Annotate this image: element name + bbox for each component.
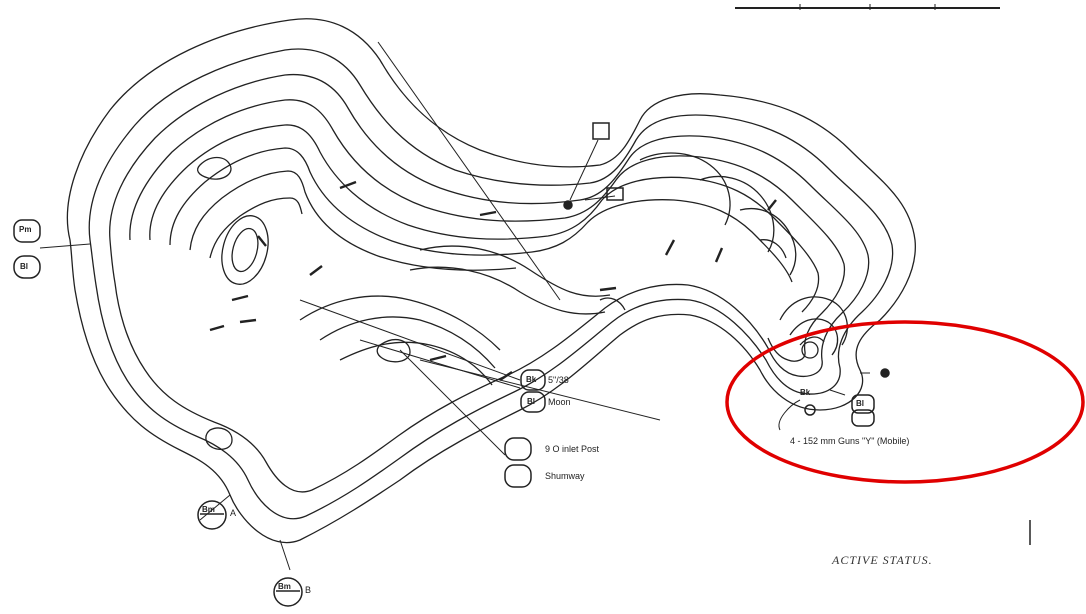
label-centre-top: 5"/38: [548, 375, 569, 385]
label-southwest-b: B: [305, 585, 312, 595]
label-south-bottom: Shumway: [545, 471, 585, 481]
contour-ticks: [209, 180, 777, 381]
label-gun-note: 4 - 152 mm Guns "Y" (Mobile): [790, 436, 910, 446]
battery-code-southwest-a: Bm: [202, 505, 215, 514]
highlight-oval: [725, 320, 1085, 484]
label-southwest-a: A: [230, 508, 237, 518]
label-south-top: 9 O inlet Post: [545, 444, 600, 454]
scale-bar: [735, 4, 1000, 10]
battery-code-east-small: Bk: [800, 388, 811, 397]
leader-lines: [39, 41, 1031, 571]
battery-code-centre-bottom: Bl: [527, 397, 535, 406]
battery-code-east-mid: Bl: [856, 399, 864, 408]
active-status-label: ACTIVE STATUS.: [832, 553, 933, 567]
label-centre-bottom: Moon: [548, 397, 571, 407]
west-island-contours: [66, 18, 916, 544]
position-symbols: [13, 122, 890, 607]
battery-code-southwest-b: Bm: [278, 582, 291, 591]
battery-code-centre-top: Bk: [526, 375, 537, 384]
battery-code-west-bottom: Bl: [20, 262, 28, 271]
battery-code-west-top: Pm: [19, 225, 32, 234]
